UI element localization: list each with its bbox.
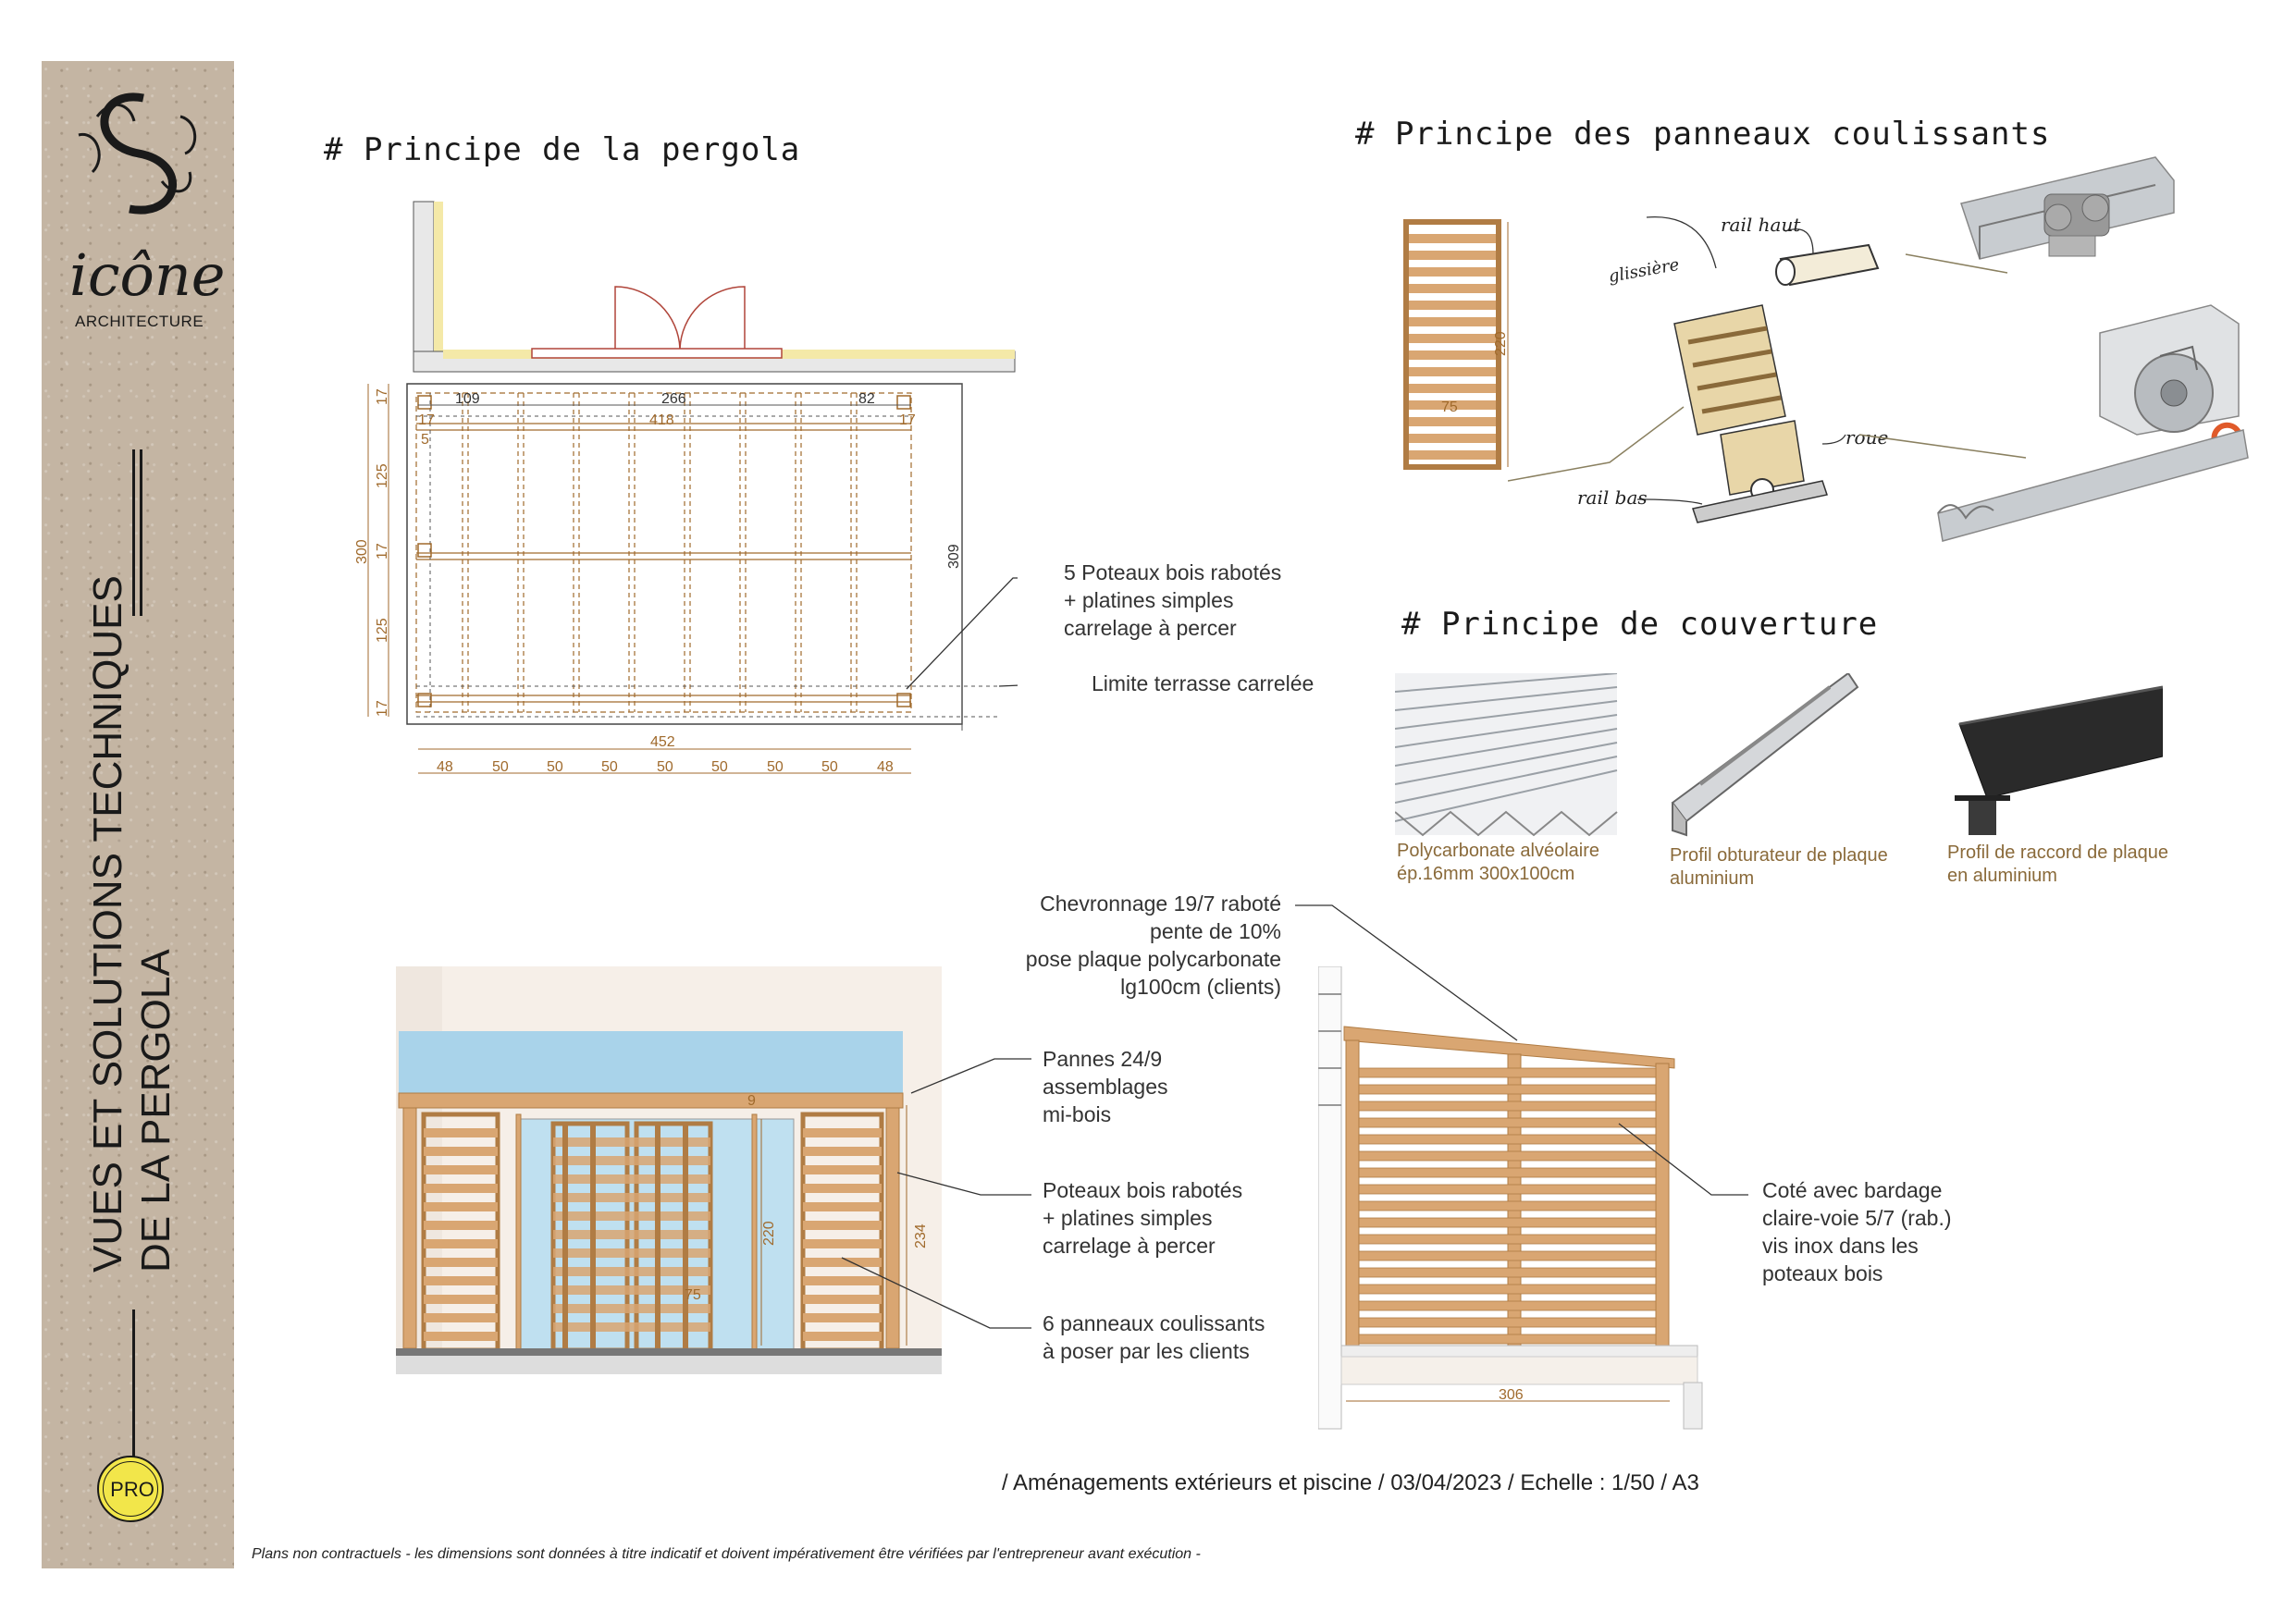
dim-bottom-2: 50 [547, 759, 563, 775]
side-cladding [1358, 1067, 1657, 1345]
caption-polycarbonate: Polycarbonate alvéolaire ép.16mm 300x100… [1397, 841, 1600, 884]
caption-raccord: Profil de raccord de plaque en aluminium [1947, 842, 2169, 886]
pro-badge-label: PRO [110, 1478, 154, 1501]
logo-mark-icon [78, 92, 197, 215]
dim-left-125a: 125 [375, 463, 390, 488]
dim-bottom-8: 48 [877, 759, 894, 775]
dim-bottom-452: 452 [650, 734, 675, 750]
dim-left-17a: 17 [375, 388, 390, 405]
section-title-couverture: # Principe de couverture [1401, 606, 1879, 643]
elev-dim-75: 75 [685, 1287, 701, 1303]
dim-small-5: 5 [421, 432, 429, 448]
elev-dim-234: 234 [913, 1223, 929, 1248]
note-poteaux-elevation: Poteaux bois rabotés + platines simples … [1043, 1178, 1243, 1258]
dim-top-82: 82 [858, 391, 875, 407]
dim-bottom-1: 50 [492, 759, 509, 775]
dim-side-17-left: 17 [418, 412, 435, 428]
front-elevation: 220 234 75 9 [396, 966, 942, 1374]
dim-top-109: 109 [455, 391, 480, 407]
section-title-panneaux: # Principe des panneaux coulissants [1355, 116, 2051, 153]
sidebar-title-line2: DE LA PERGOLA [133, 949, 179, 1273]
note-limite-terrasse: Limite terrasse carrelée [1092, 671, 1315, 695]
brand-subtitle: ARCHITECTURE [75, 313, 204, 330]
label-glissiere: glissière [1607, 255, 1681, 287]
note-chevronnage: Chevronnage 19/7 raboté pente de 10% pos… [1025, 891, 1281, 999]
pro-badge: PRO [97, 1456, 164, 1522]
side-elevation: 306 [1318, 966, 1703, 1430]
sidebar-divider-top-2 [140, 449, 142, 616]
sliding-panel-sketch: 220 75 [1403, 219, 1509, 470]
brand-name: icône [69, 241, 226, 309]
panel-height-220: 220 [1493, 331, 1509, 356]
sidebar: icône ARCHITECTURE VUES ET SOLUTIONS TEC… [42, 61, 234, 1568]
elev-dim-9: 9 [747, 1093, 756, 1109]
section-title-pergola: # Principe de la pergola [324, 131, 801, 168]
sidebar-title-line1: VUES ET SOLUTIONS TECHNIQUES [85, 575, 130, 1273]
dim-left-17b: 17 [375, 543, 390, 559]
dim-span-418: 418 [649, 412, 674, 428]
dim-right-309: 309 [946, 544, 962, 569]
dim-left-125b: 125 [375, 618, 390, 643]
dim-side-17-right: 17 [899, 412, 916, 428]
dim-bottom-0: 48 [437, 759, 453, 775]
cover-products [1395, 673, 2163, 837]
note-pannes: Pannes 24/9 assemblages mi-bois [1043, 1047, 1168, 1126]
dim-bottom-4: 50 [657, 759, 673, 775]
dim-bottom-7: 50 [821, 759, 838, 775]
note-cote-bardage: Coté avec bardage claire-voie 5/7 (rab.)… [1762, 1178, 1952, 1285]
dim-bottom-6: 50 [767, 759, 784, 775]
disclaimer: Plans non contractuels - les dimensions … [252, 1546, 1201, 1562]
label-rail-haut: rail haut [1721, 214, 1801, 236]
pergola-plan: 109 266 82 418 17 17 5 17 125 17 125 17 … [354, 201, 1018, 775]
rail-system-illustration: rail haut glissière roue rail bas [1508, 156, 2249, 542]
dim-bottom-5: 50 [711, 759, 728, 775]
elev-dim-220: 220 [761, 1221, 777, 1246]
label-rail-bas: rail bas [1577, 486, 1648, 509]
footer-project-info: / Aménagements extérieurs et piscine / 0… [1002, 1470, 1699, 1495]
dim-left-17c: 17 [375, 700, 390, 717]
caption-obturateur: Profil obturateur de plaque aluminium [1670, 845, 1888, 889]
dim-left-300: 300 [354, 539, 370, 564]
dim-top-266: 266 [661, 391, 686, 407]
note-poteaux-plan: 5 Poteaux bois rabotés + platines simple… [1064, 560, 1282, 640]
dim-bottom-3: 50 [601, 759, 618, 775]
panel-width-75: 75 [1441, 400, 1458, 415]
sidebar-divider-bottom [132, 1309, 135, 1467]
side-dim-306: 306 [1499, 1387, 1524, 1403]
note-panneaux: 6 panneaux coulissants à poser par les c… [1043, 1311, 1265, 1363]
sidebar-divider-top [132, 449, 135, 616]
